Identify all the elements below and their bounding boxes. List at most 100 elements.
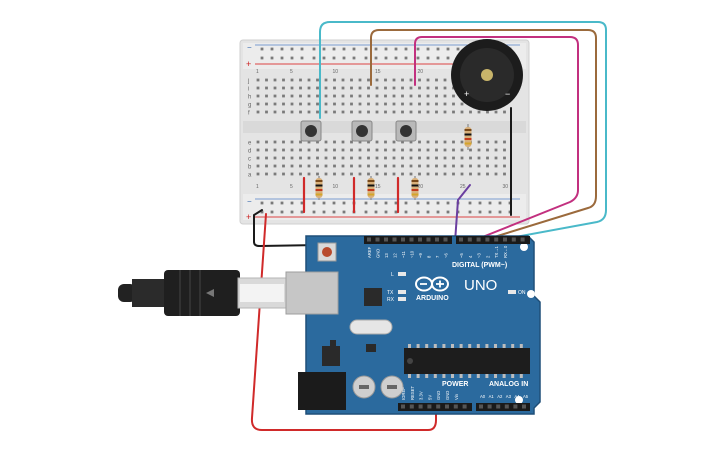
column-number: 1 [256,184,259,190]
wire-brown [370,29,597,243]
pin-label: RX←0 [503,245,508,258]
led-rx-label: RX [387,297,395,303]
row-letter: i [248,87,249,93]
wire-cyan [319,21,607,243]
column-number: 10 [333,69,339,75]
pin-label: GND [376,249,381,258]
pin-label: 2 [485,255,490,258]
buzzer-plus-label: + [464,89,469,99]
arduino-model: UNO [464,277,497,294]
usb-port [285,271,339,315]
resistor-3 [411,176,419,200]
column-number: 15 [375,69,381,75]
header-digital-high [364,236,452,244]
pin-label: A1 [489,394,495,399]
column-number: 25 [460,184,466,190]
pin-label: A4 [514,394,520,399]
column-number: 20 [418,184,424,190]
regulator [322,346,340,366]
row-letter: j [247,79,249,85]
pin-label: AREF [367,246,372,258]
pin-label: Vin [454,393,459,400]
rail-minus-label: − [247,43,252,52]
rail-plus-label: + [246,59,251,69]
digital-label: DIGITAL (PWM~) [452,262,507,269]
pin-label: 3.3V [419,391,424,400]
analog-label: ANALOG IN [489,381,528,388]
pin-label: A5 [523,394,529,399]
pushbutton-3[interactable] [395,120,417,142]
resistors [315,124,472,200]
pin-label: 4 [468,255,473,258]
pin-label: A2 [497,394,503,399]
usb-cable [118,270,287,316]
pin-label: ~9 [418,253,423,258]
piezo-buzzer: + − [451,39,523,111]
pin-label: A3 [506,394,512,399]
arduino-logo [415,276,449,292]
pin-label: TX→1 [494,245,499,258]
resistor-buzzer [464,124,472,150]
pushbutton-1[interactable] [300,120,322,142]
reset-button[interactable] [317,242,337,262]
atmega-chip [404,348,530,374]
header-holes [367,237,526,409]
pin-label: ~11 [401,251,406,258]
row-letter: f [248,111,250,117]
rail-minus-label-bottom: − [247,197,252,206]
wire-black-gnd [253,209,381,247]
status-leds: L TX RX ON [387,272,526,303]
column-number: 5 [290,184,293,190]
pin-label: 5V [427,395,432,400]
crystal [349,319,393,335]
chip-pins [408,344,523,378]
pin-label: GND [445,391,450,400]
pin-label: GND [436,391,441,400]
column-number: 15 [375,184,381,190]
pin-label: IOREF [401,387,406,400]
column-number: 1 [256,69,259,75]
row-letter: h [248,95,251,101]
pushbutton-2[interactable] [351,120,373,142]
pin-label: ~3 [477,253,482,258]
wire-purple [454,184,471,243]
column-number: 10 [333,184,339,190]
pin-label: 13 [384,253,389,258]
pin-label: 12 [393,253,398,258]
column-number: 30 [503,184,509,190]
pin-label: ~6 [444,253,449,258]
power-label: POWER [442,381,468,388]
led-l-label: L [391,272,394,278]
header-analog [476,403,530,411]
resistor-1 [315,176,323,200]
header-digital-low [456,236,530,244]
row-letter: e [248,141,252,147]
dc-jack [298,372,346,410]
row-letter: a [248,173,252,179]
pin-label: RESET [410,386,415,400]
resistor-2 [367,176,375,200]
pin-label: 8 [427,255,432,258]
red-jumpers [302,176,400,214]
usb-chip [364,288,382,306]
led-on-label: ON [518,290,526,296]
column-number: 20 [418,69,424,75]
row-letter: d [248,149,251,155]
led-tx-label: TX [387,290,394,296]
rail-plus-label-bottom: + [246,212,251,222]
header-power [398,403,472,411]
column-number: 5 [290,69,293,75]
row-letter: c [248,157,251,163]
row-letter: g [248,103,251,109]
row-letter: b [248,165,252,171]
pin-label: ~5 [459,253,464,258]
pin-label: A0 [480,394,486,399]
capacitors [352,375,404,399]
pin-label: 7 [435,255,440,258]
